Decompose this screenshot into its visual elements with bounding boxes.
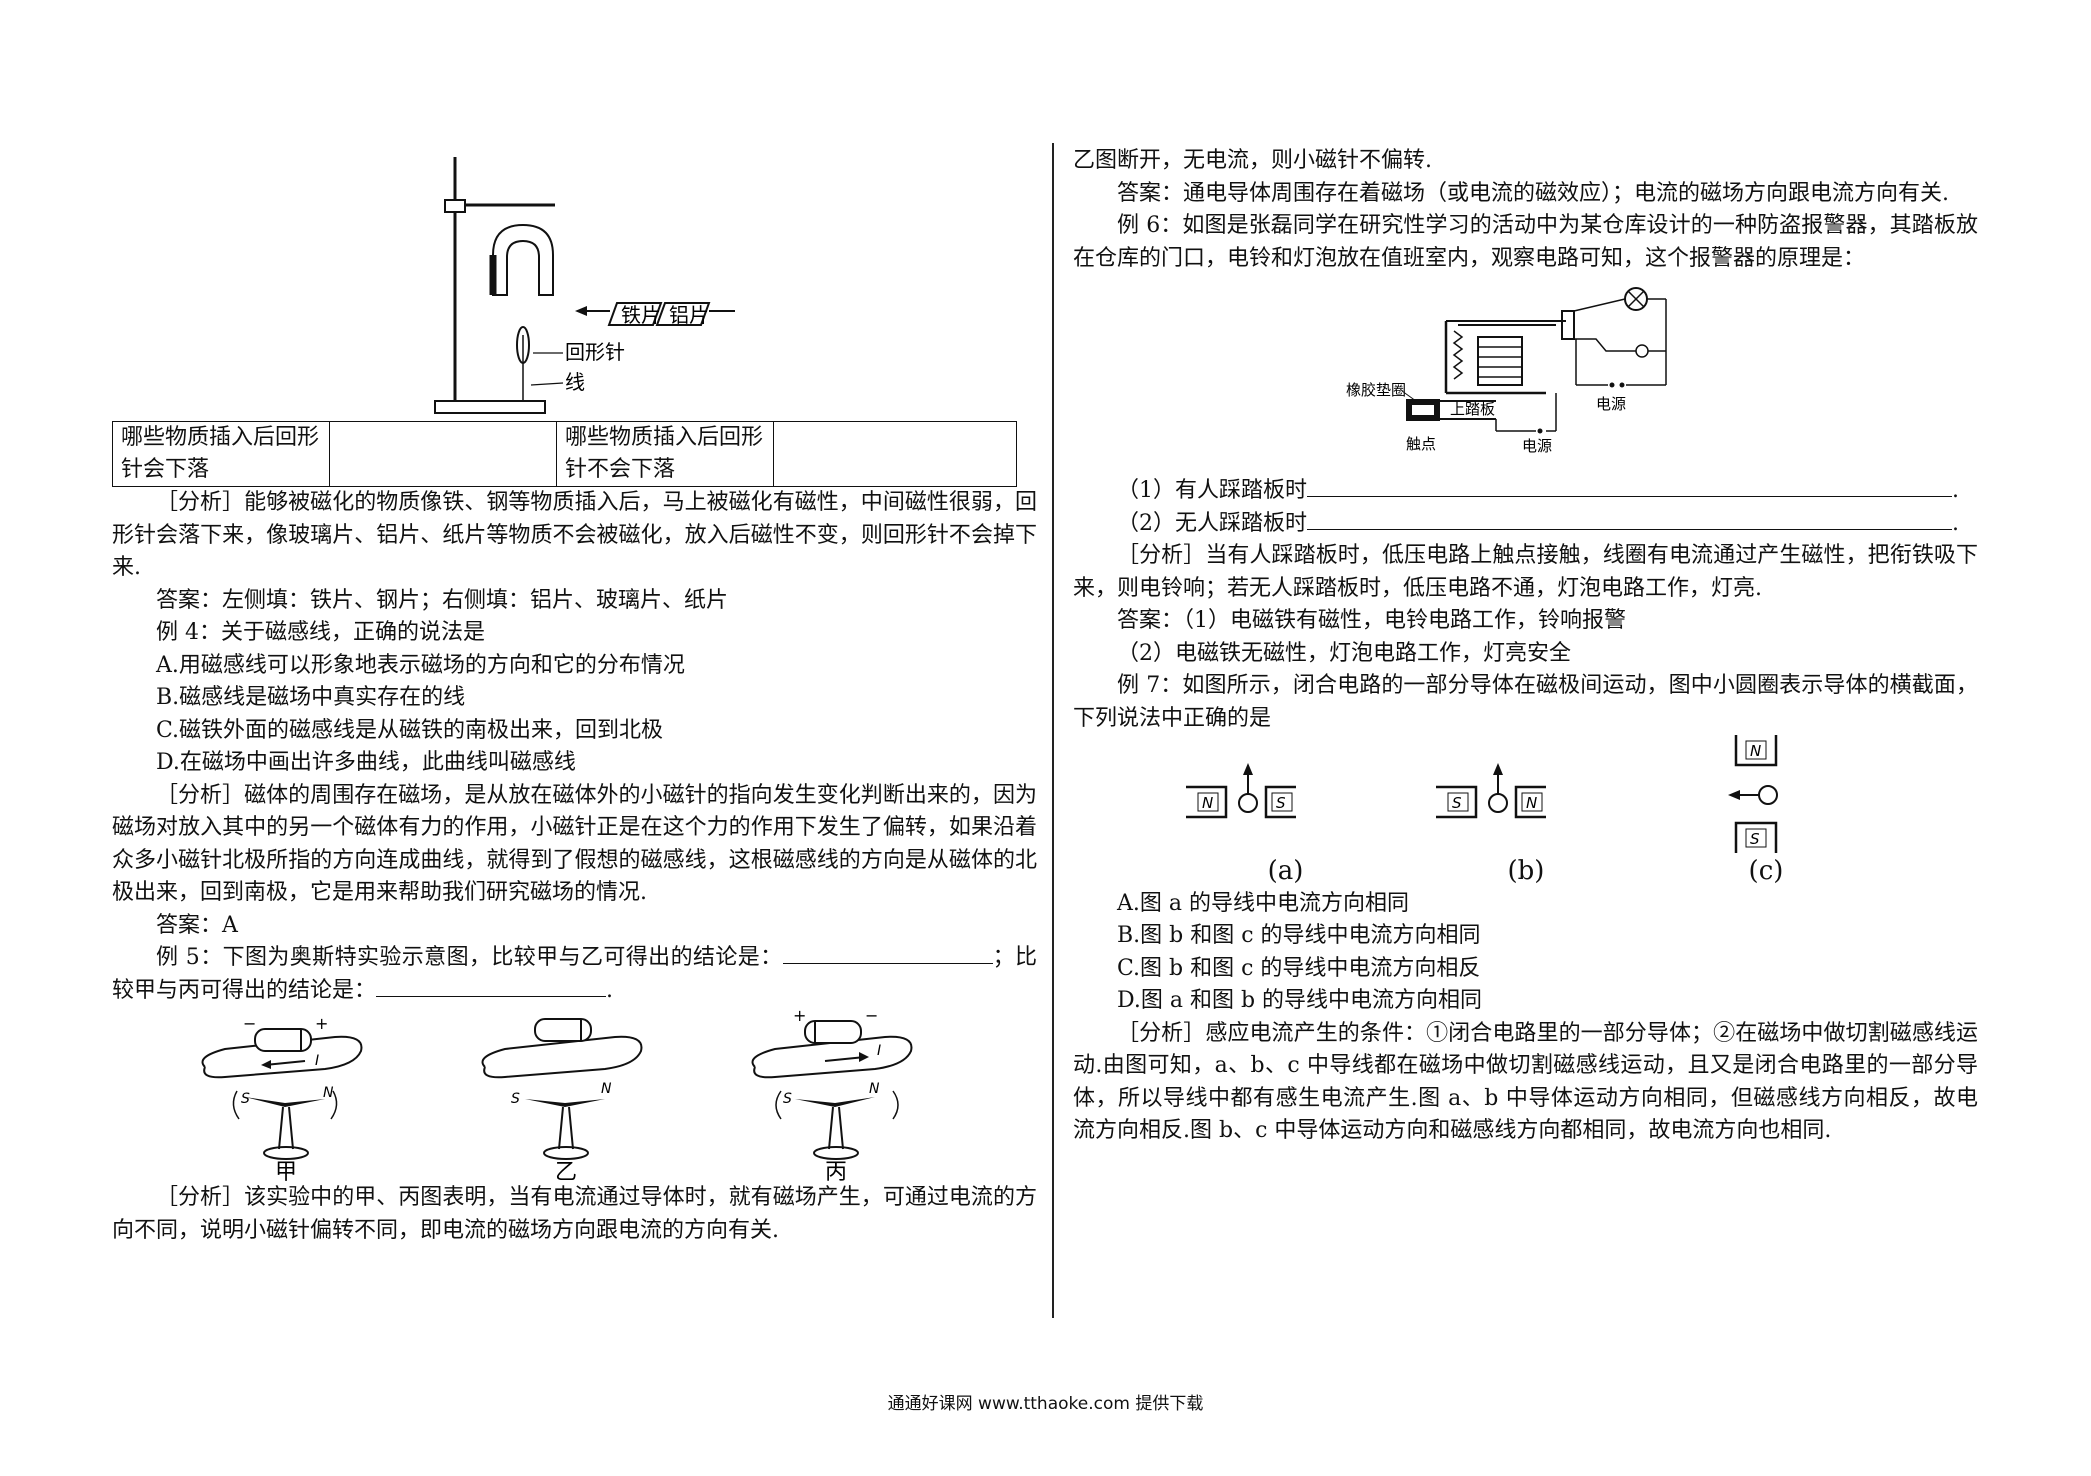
clip-label: 回形针 (565, 340, 625, 364)
left-column: 铁片 铝片 回形针 线 哪些物质插入后回形针会下落 哪些物质插入后回形针不会下落… (112, 145, 1037, 1247)
option-d: D.在磁场中画出许多曲线，此曲线叫磁感线 (156, 750, 576, 775)
oersted-jia: − + I S N 甲 (201, 1014, 362, 1182)
question-2-text: （2）无人踩踏板时 (1117, 510, 1307, 536)
answer-text: 答案：通电导体周围存在着磁场（或电流的磁效应）；电流的磁场方向跟电流方向有关. (1117, 180, 1949, 206)
label-a: (a) (1267, 856, 1304, 886)
analysis-paragraph: ［分析］感应电流产生的条件：①闭合电路里的一部分导体；②在磁场中做切割磁感线运动… (1073, 1020, 1978, 1144)
table-cell-fall-label: 哪些物质插入后回形针会下落 (112, 421, 330, 487)
oersted-bing: + − I S N 丙 (751, 1007, 912, 1182)
example-7-question: 例 7：如图所示，闭合电路的一部分导体在磁极间运动，图中小圆圈表示导体的横截面，… (1073, 673, 1978, 731)
pole-n-label: N (1750, 742, 1761, 760)
magnetization-table: 哪些物质插入后回形针会下落 哪些物质插入后回形针不会下落 (112, 421, 1017, 487)
option-b: B.磁感线是磁场中真实存在的线 (156, 685, 466, 710)
question-1-text: （1）有人踩踏板时 (1117, 478, 1307, 503)
pedal-label: 上踏板 (1450, 400, 1495, 418)
example-6-question: 例 6：如图是张磊同学在研究性学习的活动中为某仓库设计的一种防盗报警器，其踏板放… (1073, 213, 1978, 271)
figure-labels: (a) (b) (c) (1166, 855, 1886, 888)
label-b: (b) (1507, 856, 1545, 886)
south-label: S (511, 1091, 520, 1107)
answer-text: （2）电磁铁无磁性，灯泡电路工作，灯亮安全 (1117, 640, 1571, 666)
question-1: （1）有人踩踏板时. (1073, 475, 1978, 508)
right-column: 乙图断开，无电流，则小磁针不偏转. 答案：通电导体周围存在着磁场（或电流的磁效应… (1073, 145, 1978, 1148)
answer-blank-1[interactable] (782, 963, 993, 964)
continued-text: 乙图断开，无电流，则小磁针不偏转. (1073, 148, 1432, 173)
example-4-question: 例 4：关于磁感线，正确的说法是 (156, 620, 485, 645)
table-cell-nofall-label: 哪些物质插入后回形针不会下落 (556, 421, 774, 487)
north-label: N (869, 1081, 880, 1097)
current-label: I (315, 1053, 319, 1069)
alarm-circuit-figure: 电源 橡胶垫圈 上踏板 触点 电源 (1346, 287, 1667, 455)
figure-label-jia: 甲 (275, 1160, 297, 1182)
oersted-yi: S N 乙 (481, 1018, 642, 1182)
current-label: I (877, 1043, 881, 1059)
battery-minus: − (243, 1014, 256, 1033)
option-a: A.图 a 的导线中电流方向相同 (1117, 890, 1409, 916)
page-footer: 通通好课网 www.tthaoke.com 提供下载 (887, 1394, 1204, 1414)
south-label: S (783, 1091, 792, 1107)
figure-label-bing: 丙 (825, 1160, 847, 1182)
sentence-end: . (1952, 510, 1959, 536)
battery-plus: + (793, 1007, 806, 1025)
aluminum-label: 铝片 (669, 303, 709, 327)
example-5-text-a: 例 5：下图为奥斯特实验示意图，比较甲与乙可得出的结论是： (156, 945, 783, 970)
power-label-2: 电源 (1596, 395, 1626, 413)
analysis-paragraph: ［分析］磁体的周围存在磁场，是从放在磁体外的小磁针的指向发生变化判断出来的，因为… (112, 782, 1037, 906)
north-label: N (323, 1085, 334, 1101)
answer-blank-q1[interactable] (1307, 496, 1952, 497)
iron-label: 铁片 (621, 303, 661, 327)
pole-s-label: S (1750, 830, 1760, 848)
battery-plus: + (315, 1014, 328, 1033)
oersted-experiment-figure: − + I S N 甲 S N 乙 (201, 1007, 912, 1182)
figure-c: N S (1727, 735, 1778, 853)
figure-label-yi: 乙 (555, 1160, 577, 1182)
pole-s-label: S (1452, 794, 1462, 812)
example-5-text-b: ；比较甲与丙可得出的结论是： (112, 945, 1037, 1003)
question-2: （2）无人踩踏板时. (1073, 508, 1978, 541)
sentence-end: . (1952, 478, 1959, 503)
option-a: A.用磁感线可以形象地表示磁场的方向和它的分布情况 (156, 652, 685, 678)
example-5-question: 例 5：下图为奥斯特实验示意图，比较甲与乙可得出的结论是：；比较甲与丙可得出的结… (112, 942, 1037, 1007)
analysis-paragraph: ［分析］能够被磁化的物质像铁、钢等物质插入后，马上被磁化有磁性，中间磁性很弱，回… (112, 490, 1037, 580)
magnet-clip-figure: 铁片 铝片 回形针 线 (433, 157, 735, 414)
answer-text: 答案：A (156, 912, 238, 938)
option-c: C.图 b 和图 c 的导线中电流方向相反 (1117, 955, 1481, 981)
column-divider (1052, 143, 1054, 1318)
figure-b: S N (1435, 763, 1546, 819)
sentence-end: . (606, 977, 614, 1003)
rubber-ring-label: 橡胶垫圈 (1346, 381, 1406, 399)
analysis-paragraph: ［分析］该实验中的甲、丙图表明，当有电流通过导体时，就有磁场产生，可通过电流的方… (112, 1185, 1037, 1243)
battery-minus: − (865, 1007, 878, 1025)
pole-conductor-figure: N S S N N (1185, 735, 1778, 853)
answer-text: 答案：左侧填：铁片、钢片；右侧填：铝片、玻璃片、纸片 (156, 587, 729, 613)
pole-n-label: N (1202, 794, 1213, 812)
table-cell-fall-answer (329, 421, 557, 487)
figure-a: N S (1185, 763, 1296, 819)
south-label: S (241, 1091, 250, 1107)
contact-label: 触点 (1406, 435, 1436, 453)
pole-s-label: S (1276, 794, 1286, 812)
analysis-paragraph: ［分析］当有人踩踏板时，低压电路上触点接触，线圈有电流通过产生磁性，把衔铁吸下来… (1073, 543, 1978, 601)
answer-blank-2[interactable] (376, 995, 607, 997)
table-cell-nofall-answer (773, 421, 1017, 487)
thread-label: 线 (565, 370, 585, 394)
option-c: C.磁铁外面的磁感线是从磁铁的南极出来，回到北极 (156, 717, 664, 743)
label-c: (c) (1748, 856, 1784, 886)
option-b: B.图 b 和图 c 的导线中电流方向相同 (1117, 923, 1481, 948)
north-label: N (601, 1081, 612, 1097)
answer-text: 答案：（1）电磁铁有磁性，电铃电路工作，铃响报警 (1117, 608, 1626, 633)
power-label-1: 电源 (1522, 437, 1552, 455)
pole-n-label: N (1526, 794, 1537, 812)
answer-blank-q2[interactable] (1307, 528, 1952, 530)
option-d: D.图 a 和图 b 的导线中电流方向相同 (1117, 988, 1483, 1013)
